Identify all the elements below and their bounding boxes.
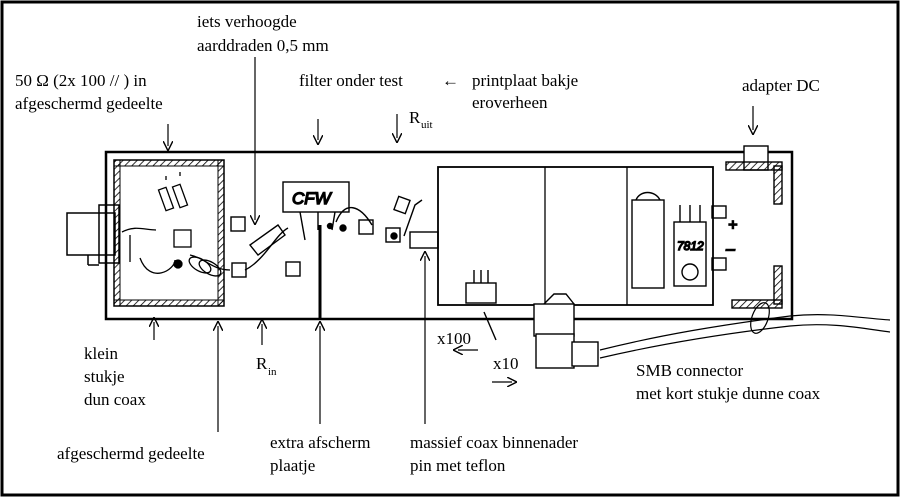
label-stukje: stukje xyxy=(84,367,125,386)
label-r-uit: R uit xyxy=(409,108,433,131)
smb-connector xyxy=(533,293,599,369)
compartment-wiring xyxy=(121,172,231,277)
label-smb-coax: met kort stukje dunne coax xyxy=(636,384,821,403)
label-x100: x100 xyxy=(437,329,471,348)
regulator-7812 xyxy=(673,221,707,287)
pcb-box xyxy=(437,166,714,306)
label-afgeschermd-top: afgeschermd gedeelte xyxy=(15,94,163,113)
regulator-label: 7812 xyxy=(677,239,704,253)
solder-pad-2 xyxy=(231,262,247,278)
solder-pad-compartment xyxy=(173,229,192,248)
dc-cable xyxy=(599,302,891,359)
label-x10: x10 xyxy=(493,354,519,373)
label-plaatje: plaatje xyxy=(270,456,315,475)
label-adapter-dc: adapter DC xyxy=(742,76,820,95)
label-50-ohm: 50 Ω (2x 100 // ) in xyxy=(15,71,147,90)
label-massief-coax: massief coax binnenader xyxy=(410,433,578,452)
solder-pad-4 xyxy=(358,219,374,235)
label-filter-onder-test: filter onder test xyxy=(299,71,403,90)
label-afgeschermd-bottom: afgeschermd gedeelte xyxy=(57,444,205,463)
plus-terminal-label: + xyxy=(728,217,737,234)
label-extra-afscherm: extra afscherm xyxy=(270,433,371,452)
label-iets-verhoogde: iets verhoogde aarddraden 0,5 mm xyxy=(197,12,329,55)
label-printplaat: printplaat bakje xyxy=(472,71,578,90)
pointer-arrows xyxy=(154,57,753,432)
label-r-in-main: R xyxy=(256,354,268,373)
regulator-section: 7812 + – xyxy=(465,191,738,341)
label-dun-coax: dun coax xyxy=(84,390,146,409)
label-r-uit-sub: uit xyxy=(421,119,433,131)
minus-terminal-label: – xyxy=(725,241,735,258)
shielded-compartment xyxy=(113,159,225,307)
solder-pad-1 xyxy=(230,216,246,232)
label-klein: klein xyxy=(84,344,118,363)
solder-pad-3 xyxy=(285,261,301,277)
label-arrow-left: ← xyxy=(442,71,459,90)
coax-pin xyxy=(409,231,439,249)
label-aarddraden: aarddraden 0,5 mm xyxy=(197,36,329,55)
label-iets-verhoogde-line1: iets verhoogde xyxy=(197,12,297,31)
label-pin-teflon: pin met teflon xyxy=(410,456,506,475)
label-eroverheen: eroverheen xyxy=(472,93,548,112)
transistor xyxy=(465,282,497,304)
label-r-in: R in xyxy=(256,354,277,378)
label-smb-connector: SMB connector xyxy=(636,361,744,380)
filter-section: CFW xyxy=(230,181,439,278)
bnc-connector xyxy=(66,204,120,266)
label-r-uit-main: R xyxy=(409,108,421,127)
cfw-filter xyxy=(282,181,350,213)
main-enclosure xyxy=(104,150,794,321)
solder-pad-5 xyxy=(385,227,401,243)
capacitor xyxy=(631,199,665,289)
label-r-in-sub: in xyxy=(268,366,277,378)
cfw-label: CFW xyxy=(292,189,333,208)
